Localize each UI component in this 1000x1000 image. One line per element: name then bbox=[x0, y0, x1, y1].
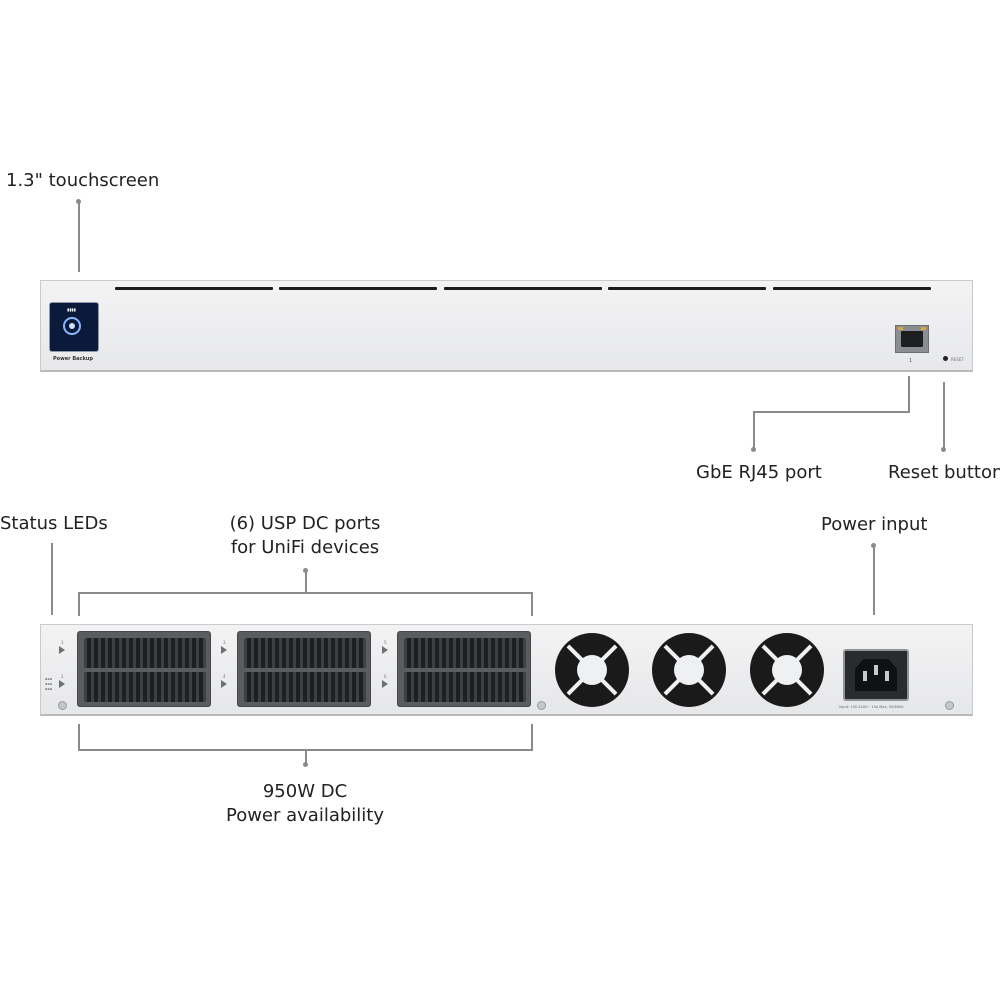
port-number-6: 6 bbox=[384, 674, 387, 679]
power-inlet[interactable] bbox=[843, 649, 909, 701]
port-arrow-4 bbox=[221, 680, 227, 688]
dc-port-4[interactable] bbox=[244, 672, 366, 702]
power-availability-bracket-left bbox=[78, 724, 80, 750]
status-led-labels: ▪▪▪▪▪▪▪▪▪ bbox=[45, 677, 53, 691]
touchscreen-leader-line bbox=[78, 201, 80, 272]
fan-hub-2 bbox=[674, 655, 704, 685]
screw-right bbox=[945, 701, 954, 710]
port-arrow-6 bbox=[382, 680, 388, 688]
port-number-5: 5 bbox=[384, 640, 387, 645]
power-availability-bracket-right bbox=[531, 724, 533, 750]
back-panel: 1 2 ▪▪▪▪▪▪▪▪▪ 3 4 5 6 Input: 100-240V bbox=[40, 624, 973, 716]
power-pin-left bbox=[863, 671, 867, 681]
front-vent-2 bbox=[279, 287, 437, 290]
gbe-leader-horizontal bbox=[753, 411, 910, 413]
dc-port-6[interactable] bbox=[404, 672, 526, 702]
front-vent-3 bbox=[444, 287, 602, 290]
status-led-port-2: 2 bbox=[61, 674, 64, 679]
touchscreen-ring-icon bbox=[63, 317, 81, 335]
status-led-arrow-1 bbox=[59, 646, 65, 654]
reset-leader-line bbox=[943, 382, 945, 449]
reset-button[interactable] bbox=[943, 356, 948, 361]
rj45-port[interactable] bbox=[895, 325, 929, 353]
gbe-leader-dot bbox=[751, 447, 756, 452]
power-input-label: Power input bbox=[821, 514, 928, 535]
dc-port-block-1[interactable] bbox=[77, 631, 211, 707]
port-number-3: 3 bbox=[223, 640, 226, 645]
rj45-socket bbox=[901, 331, 923, 347]
dc-port-block-2[interactable] bbox=[237, 631, 371, 707]
usp-dc-ports-label-line2: for UniFi devices bbox=[230, 537, 380, 558]
touchscreen-caption: Power Backup bbox=[53, 356, 93, 362]
dc-port-1[interactable] bbox=[84, 638, 206, 668]
gbe-leader-drop bbox=[753, 411, 755, 449]
power-availability-label-line2: Power availability bbox=[225, 805, 385, 826]
power-input-leader-line bbox=[873, 545, 875, 615]
power-socket bbox=[855, 659, 897, 691]
fan-hub-3 bbox=[772, 655, 802, 685]
dc-port-5[interactable] bbox=[404, 638, 526, 668]
fan-1 bbox=[555, 633, 629, 707]
status-led-arrow-2 bbox=[59, 680, 65, 688]
front-vent-5 bbox=[773, 287, 931, 290]
fan-3 bbox=[750, 633, 824, 707]
fan-2 bbox=[652, 633, 726, 707]
usp-dc-ports-bracket-top bbox=[78, 592, 533, 594]
power-availability-leader-stem bbox=[305, 750, 307, 764]
touchscreen-brand-mark: ▮▮▮▮ bbox=[67, 307, 76, 312]
gbe-port-label: GbE RJ45 port bbox=[696, 462, 822, 483]
fan-hub-1 bbox=[577, 655, 607, 685]
front-panel: ▮▮▮▮ Power Backup 1 RESET bbox=[40, 280, 973, 372]
status-led-port-1: 1 bbox=[61, 640, 64, 645]
touchscreen-display[interactable]: ▮▮▮▮ bbox=[49, 302, 99, 352]
status-leds-leader-line bbox=[51, 543, 53, 615]
reset-leader-dot bbox=[941, 447, 946, 452]
usp-dc-ports-label-line1: (6) USP DC ports bbox=[229, 513, 381, 534]
power-availability-leader-dot bbox=[303, 762, 308, 767]
usp-dc-ports-bracket-left bbox=[78, 592, 80, 616]
usp-dc-ports-leader-stem bbox=[305, 570, 307, 593]
reset-text: RESET bbox=[951, 357, 964, 362]
rj45-port-number: 1 bbox=[909, 358, 913, 364]
screw-left bbox=[58, 701, 67, 710]
rj45-led-left bbox=[898, 327, 903, 330]
touchscreen-label: 1.3" touchscreen bbox=[6, 170, 160, 191]
reset-button-label: Reset button bbox=[888, 462, 1000, 483]
front-vent-4 bbox=[608, 287, 766, 290]
power-pin-center bbox=[874, 665, 878, 675]
port-number-4: 4 bbox=[223, 674, 226, 679]
dc-port-3[interactable] bbox=[244, 638, 366, 668]
power-availability-label-line1: 950W DC bbox=[262, 781, 348, 802]
front-vent-1 bbox=[115, 287, 273, 290]
rj45-led-right bbox=[921, 327, 926, 330]
port-arrow-3 bbox=[221, 646, 227, 654]
power-pin-right bbox=[885, 671, 889, 681]
usp-dc-ports-bracket-right bbox=[531, 592, 533, 616]
screw-middle bbox=[537, 701, 546, 710]
port-arrow-5 bbox=[382, 646, 388, 654]
dc-port-2[interactable] bbox=[84, 672, 206, 702]
dc-port-block-3[interactable] bbox=[397, 631, 531, 707]
status-leds-label: Status LEDs bbox=[0, 513, 108, 534]
gbe-leader-vertical bbox=[908, 376, 910, 412]
power-rating-text: Input: 100-240V~ 15A Max, 50/60Hz bbox=[839, 705, 904, 709]
